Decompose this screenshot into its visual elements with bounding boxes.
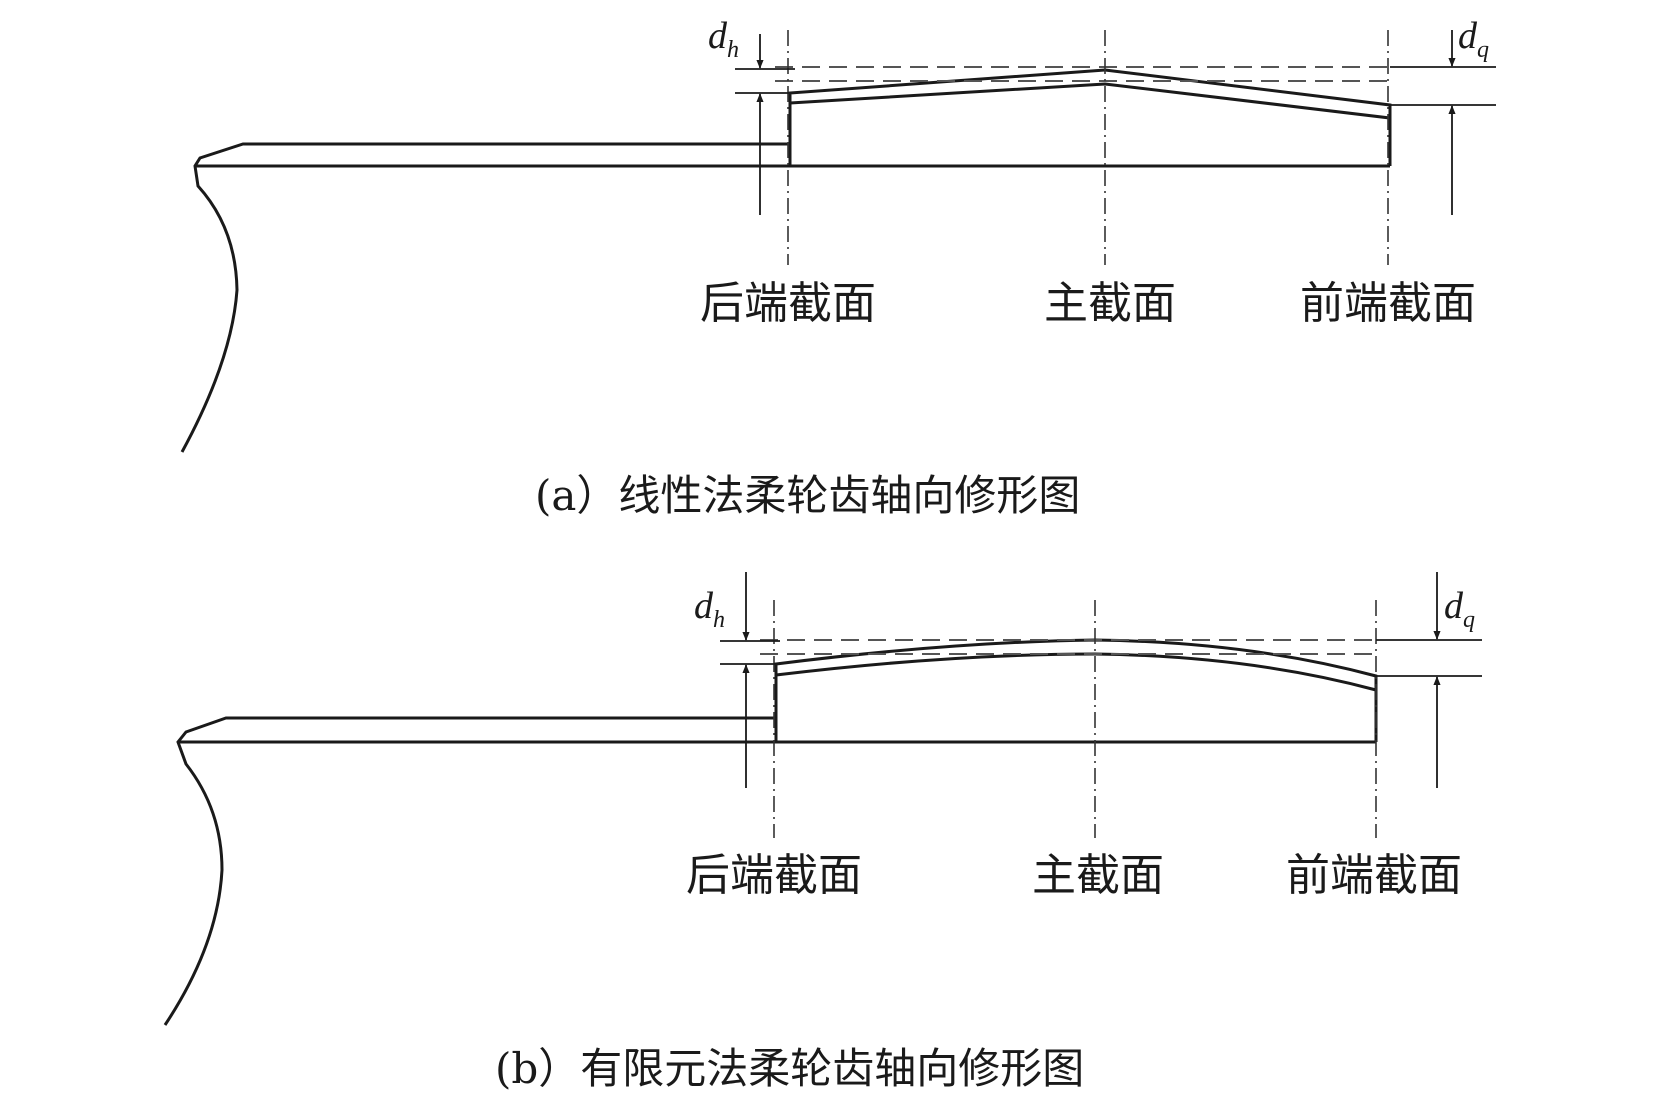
- modified-profile-a: [789, 82, 1392, 120]
- rear-section-label-b: 后端截面: [686, 850, 862, 901]
- caption-b: (b）有限元法柔轮齿轴向修形图: [495, 1044, 1084, 1093]
- main-section-label-a: 主截面: [1044, 278, 1176, 329]
- dh-label-a: dh: [708, 15, 739, 63]
- rear-section-label-a: 后端截面: [700, 278, 876, 329]
- panel-a: [180, 30, 1496, 453]
- dq-label-b: dq: [1444, 585, 1475, 633]
- front-section-label-b: 前端截面: [1286, 850, 1462, 901]
- flexspline-wall-b: [163, 716, 776, 1026]
- modified-profile-b: [775, 652, 1378, 692]
- dq-label-a: dq: [1458, 15, 1489, 63]
- dh-label-b: dh: [694, 585, 725, 633]
- flexspline-wall-a: [180, 142, 790, 453]
- panel-b: [163, 572, 1482, 1026]
- caption-a: (a）线性法柔轮齿轴向修形图: [535, 471, 1080, 520]
- front-section-label-a: 前端截面: [1300, 278, 1476, 329]
- main-section-label-b: 主截面: [1032, 850, 1164, 901]
